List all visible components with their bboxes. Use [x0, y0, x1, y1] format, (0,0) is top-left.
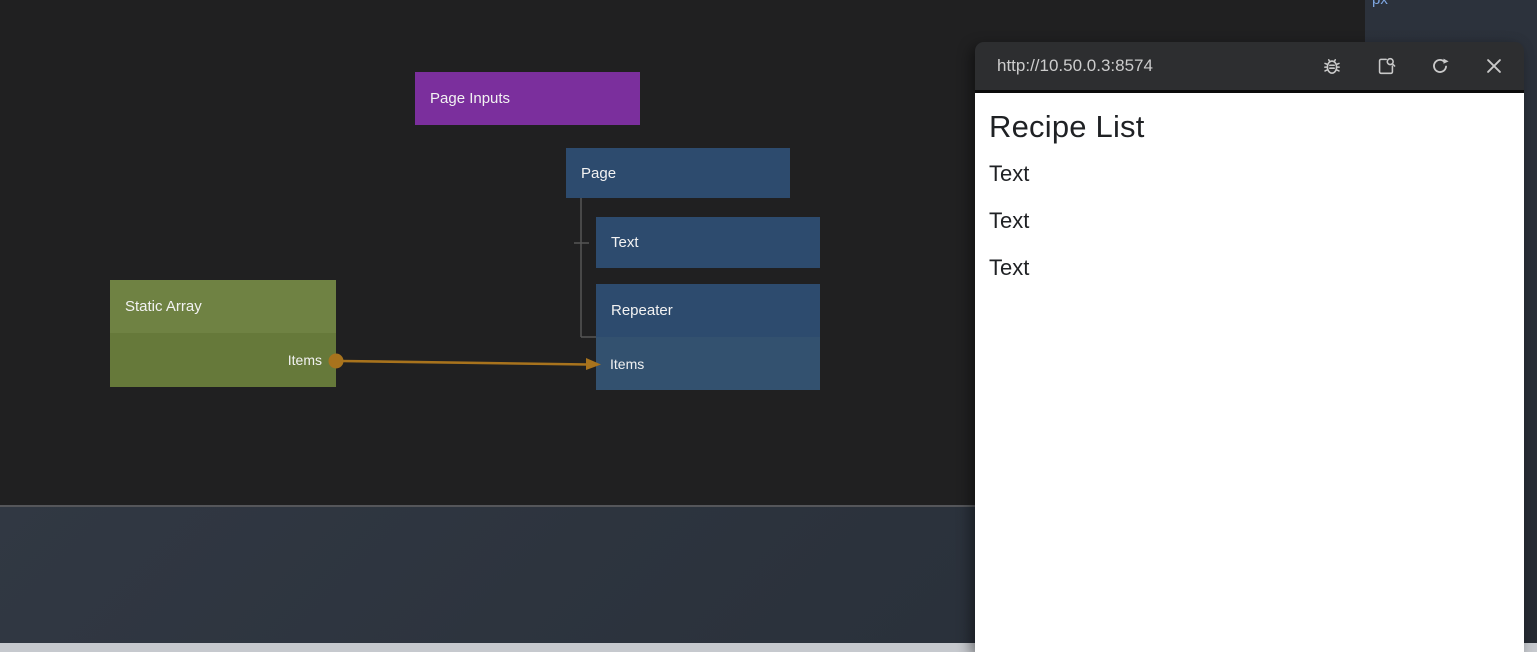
browser-preview-panel: http://10.50.0.3:8574 — [975, 42, 1524, 652]
inspect-page-icon — [1378, 57, 1396, 75]
node-text-label: Text — [611, 234, 639, 251]
inspect-page-button[interactable] — [1374, 54, 1398, 78]
node-repeater-items-label: Items — [610, 355, 645, 372]
node-page-label: Page — [581, 164, 617, 182]
page-text-item: Text — [989, 255, 1030, 280]
bottom-scrollbar-strip[interactable] — [0, 643, 1537, 652]
refresh-button[interactable] — [1428, 54, 1452, 78]
node-page-inputs-label: Page Inputs — [430, 90, 511, 107]
close-icon — [1487, 59, 1501, 73]
page-heading: Recipe List — [989, 109, 1145, 144]
node-static-array-items-label: Items — [287, 352, 322, 368]
node-static-array-header[interactable]: Static Array — [110, 280, 336, 333]
node-static-array-label: Static Array — [125, 298, 202, 315]
toolbar-icons — [1320, 54, 1506, 78]
debug-icon — [1324, 58, 1340, 74]
unit-label: px — [1372, 0, 1388, 8]
browser-page-content: Recipe List Text Text Text — [975, 90, 1524, 652]
debug-button[interactable] — [1320, 54, 1344, 78]
node-static-array-items-port[interactable]: Items — [110, 333, 336, 387]
node-text[interactable]: Text — [596, 217, 820, 268]
page-text-item: Text — [989, 208, 1030, 233]
node-repeater-label: Repeater — [611, 302, 673, 319]
node-repeater-items-port[interactable]: Items — [596, 337, 820, 390]
node-static-array[interactable]: Static Array Items — [110, 280, 336, 387]
node-repeater-header[interactable]: Repeater — [596, 284, 820, 337]
url-display[interactable]: http://10.50.0.3:8574 — [997, 56, 1153, 75]
refresh-icon — [1433, 58, 1449, 73]
node-repeater[interactable]: Repeater Items — [596, 284, 820, 390]
close-button[interactable] — [1482, 54, 1506, 78]
node-page[interactable]: Page — [566, 148, 790, 198]
node-page-inputs[interactable]: Page Inputs — [415, 72, 640, 125]
page-text-item: Text — [989, 161, 1030, 186]
browser-toolbar: http://10.50.0.3:8574 — [975, 42, 1524, 90]
